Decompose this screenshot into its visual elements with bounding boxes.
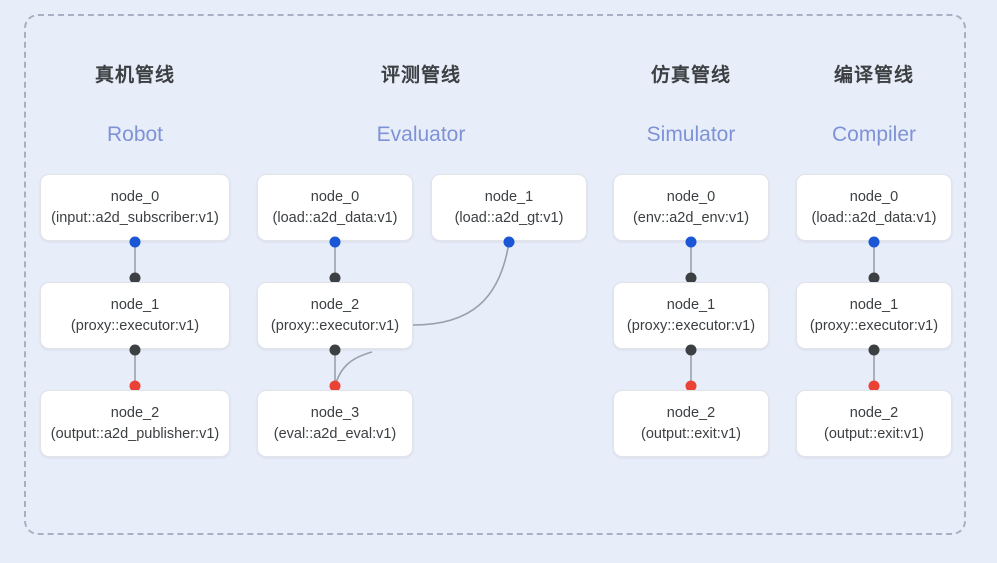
node-type: (env::a2d_env:v1) [632, 209, 750, 226]
node-compiler-2[interactable]: node_2 (output::exit:v1) [796, 390, 952, 457]
node-type: (load::a2d_data:v1) [811, 209, 937, 226]
port-in-black-evaluator-2[interactable] [329, 272, 341, 284]
port-in-black-simulator-1[interactable] [685, 272, 697, 284]
port-out-blue-compiler-0[interactable] [868, 236, 880, 248]
column-title-simulator: 仿真管线 [650, 65, 731, 86]
node-type: (proxy::executor:v1) [70, 317, 200, 334]
node-id: node_1 [484, 188, 534, 205]
column-title-evaluator: 评测管线 [380, 65, 461, 86]
node-evaluator-2[interactable]: node_2 (proxy::executor:v1) [257, 282, 413, 349]
column-title-robot: 真机管线 [94, 65, 175, 86]
node-compiler-0[interactable]: node_0 (load::a2d_data:v1) [796, 174, 952, 241]
node-type: (load::a2d_gt:v1) [454, 209, 564, 226]
port-in-red-evaluator-3[interactable] [329, 380, 341, 392]
node-type: (output::exit:v1) [641, 425, 741, 442]
port-out-blue-robot-0[interactable] [129, 236, 141, 248]
port-in-black-robot-1[interactable] [129, 272, 141, 284]
pipeline-column-evaluator: 评测管线 Evaluator [257, 0, 585, 563]
port-out-blue-simulator-0[interactable] [685, 236, 697, 248]
node-id: node_1 [666, 296, 716, 313]
node-type: (output::exit:v1) [824, 425, 924, 442]
pipeline-column-robot: 真机管线 Robot [40, 0, 230, 563]
node-robot-0[interactable]: node_0 (input::a2d_subscriber:v1) [40, 174, 230, 241]
node-id: node_1 [849, 296, 899, 313]
node-type: (load::a2d_data:v1) [272, 209, 398, 226]
node-id: node_1 [110, 296, 160, 313]
column-subtitle-simulator: Simulator [646, 123, 736, 146]
node-simulator-1[interactable]: node_1 (proxy::executor:v1) [613, 282, 769, 349]
node-id: node_2 [666, 404, 716, 421]
column-subtitle-compiler: Compiler [831, 123, 917, 146]
port-in-red-simulator-2[interactable] [685, 380, 697, 392]
node-id: node_0 [310, 188, 360, 205]
node-evaluator-0[interactable]: node_0 (load::a2d_data:v1) [257, 174, 413, 241]
node-type: (proxy::executor:v1) [626, 317, 756, 334]
node-robot-1[interactable]: node_1 (proxy::executor:v1) [40, 282, 230, 349]
node-type: (proxy::executor:v1) [270, 317, 400, 334]
port-out-black-simulator-1[interactable] [685, 344, 697, 356]
pipeline-dashed-container [24, 14, 966, 535]
column-subtitle-robot: Robot [106, 123, 164, 146]
node-compiler-1[interactable]: node_1 (proxy::executor:v1) [796, 282, 952, 349]
pipeline-column-compiler: 编译管线 Compiler [796, 0, 952, 563]
node-id: node_2 [849, 404, 899, 421]
node-id: node_0 [110, 188, 160, 205]
node-id: node_0 [666, 188, 716, 205]
column-subtitle-evaluator: Evaluator [376, 123, 466, 146]
pipeline-column-simulator: 仿真管线 Simulator [613, 0, 769, 563]
port-out-black-compiler-1[interactable] [868, 344, 880, 356]
node-robot-2[interactable]: node_2 (output::a2d_publisher:v1) [40, 390, 230, 457]
node-id: node_2 [310, 296, 360, 313]
node-id: node_2 [110, 404, 160, 421]
port-in-red-compiler-2[interactable] [868, 380, 880, 392]
port-out-blue-evaluator-0[interactable] [329, 236, 341, 248]
node-type: (input::a2d_subscriber:v1) [51, 209, 219, 226]
node-type: (output::a2d_publisher:v1) [50, 425, 220, 442]
node-evaluator-3[interactable]: node_3 (eval::a2d_eval:v1) [257, 390, 413, 457]
node-evaluator-1[interactable]: node_1 (load::a2d_gt:v1) [431, 174, 587, 241]
port-out-black-robot-1[interactable] [129, 344, 141, 356]
node-id: node_3 [310, 404, 360, 421]
node-simulator-2[interactable]: node_2 (output::exit:v1) [613, 390, 769, 457]
port-out-black-evaluator-2[interactable] [329, 344, 341, 356]
port-in-red-robot-2[interactable] [129, 380, 141, 392]
port-in-black-compiler-1[interactable] [868, 272, 880, 284]
column-title-compiler: 编译管线 [833, 65, 914, 86]
node-type: (proxy::executor:v1) [809, 317, 939, 334]
node-id: node_0 [849, 188, 899, 205]
node-simulator-0[interactable]: node_0 (env::a2d_env:v1) [613, 174, 769, 241]
port-out-blue-evaluator-1[interactable] [503, 236, 515, 248]
node-type: (eval::a2d_eval:v1) [273, 425, 397, 442]
